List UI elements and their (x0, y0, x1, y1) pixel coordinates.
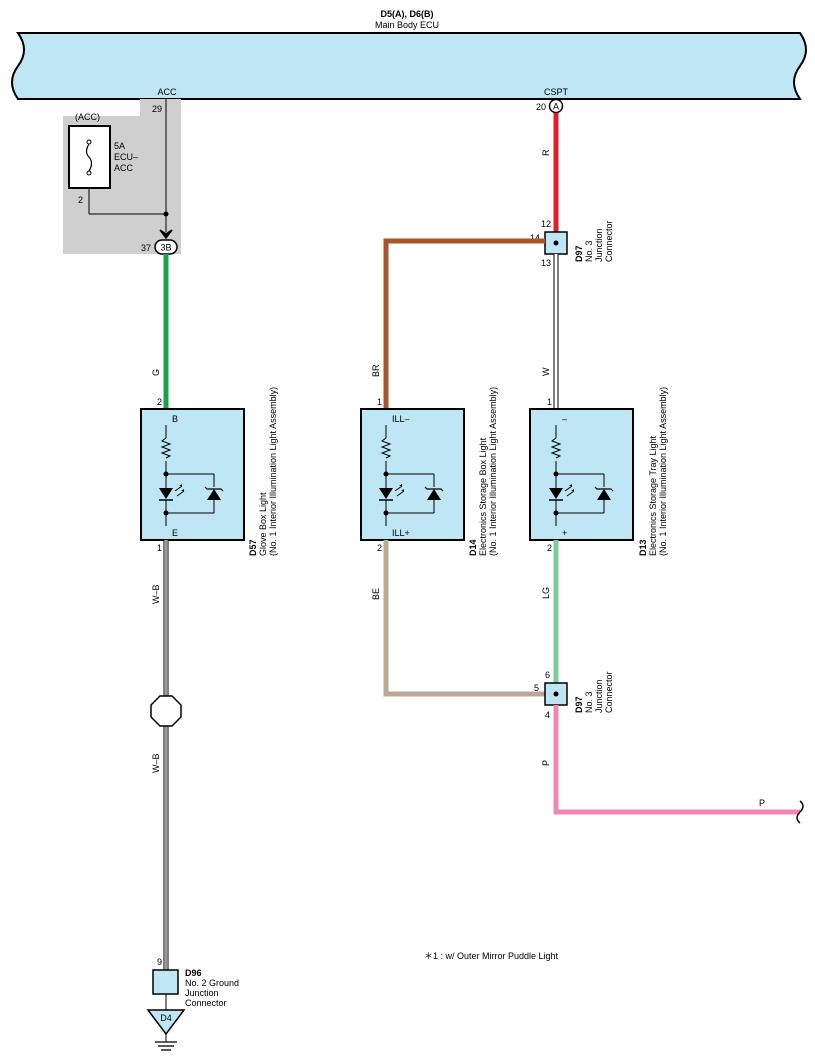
jc-lower-line1: No. 3 (584, 691, 594, 713)
light-d13-pin-bottom: 2 (547, 543, 552, 553)
wire-beige (383, 540, 545, 697)
zener-diode-icon (207, 489, 221, 500)
light-d14-assembly: (No. 1 Interior Illumination Light Assem… (488, 387, 498, 556)
wire-wb-upper-label: W–B (151, 584, 161, 604)
jc-upper-line3: Connector (604, 220, 614, 262)
light-d14: 1 ILL– ILL+ 2 D14 Electronics Storage Bo… (360, 387, 498, 556)
ecu-pin-cspt-label: CSPT (544, 87, 569, 97)
ecu-name: Main Body ECU (375, 20, 439, 30)
connector-3b-pin: 37 (141, 243, 151, 253)
fuse-rating: 5A (114, 141, 125, 151)
ground-triangle (146, 1009, 186, 1036)
ground-code: D4 (160, 1013, 172, 1023)
fuse-icon (85, 143, 93, 172)
wire-pink-vertical-label: P (541, 760, 551, 766)
fuse-group: (ACC) (75, 112, 100, 122)
light-d57-term-bottom: E (172, 528, 178, 538)
ground-jc-line1: No. 2 Ground (185, 978, 239, 988)
led-icon (549, 488, 563, 499)
jc-upper-line2: Junction (594, 228, 604, 262)
ground-jc-line3: Connector (185, 998, 227, 1008)
jc-lower-line3: Connector (604, 671, 614, 713)
wire-pink (553, 705, 800, 815)
connector-arrow-icon (159, 229, 173, 240)
jc-lower-pin-top: 6 (545, 670, 550, 680)
light-d13-pin-top: 1 (547, 397, 552, 407)
wire-wb-lower-label: W–B (151, 753, 161, 773)
light-d14-term-bottom: ILL+ (392, 528, 410, 538)
light-d14-name: Electronics Storage Box Light (478, 437, 488, 556)
light-d14-term-top: ILL– (392, 414, 410, 424)
light-d57-code: D57 (248, 539, 258, 556)
ground-icon (155, 1041, 177, 1051)
led-icon (159, 488, 173, 499)
wire-continue-icon (796, 800, 804, 824)
connector-a (548, 98, 564, 114)
jc-upper-code: D97 (574, 245, 584, 262)
connector-a-label: A (553, 102, 559, 112)
zener-diode-icon (597, 489, 611, 500)
splice-octagon (150, 695, 182, 727)
light-d13-name: Electronics Storage Tray Light (648, 435, 658, 556)
led-icon (379, 488, 393, 499)
light-d14-code: D14 (468, 539, 478, 556)
light-d14-pin-bottom: 2 (377, 543, 382, 553)
wire-green-label: G (151, 369, 161, 376)
jc-upper-line1: No. 3 (584, 240, 594, 262)
ecu-pin-acc-label: ACC (157, 87, 177, 97)
light-d13-code: D13 (638, 539, 648, 556)
ecu-bar (11, 32, 807, 100)
light-d13-assembly: (No. 1 Interior Illumination Light Assem… (658, 387, 668, 556)
fuse-pin: 2 (78, 195, 83, 205)
jc-upper-pin-left: 14 (530, 233, 540, 243)
cspt-pin-num: 20 (536, 102, 546, 112)
light-d57-assembly: (No. 1 Interior Illumination Light Assem… (268, 387, 278, 556)
jc-lower-pin-left: 5 (534, 683, 539, 693)
light-d57-name: Glove Box Light (258, 492, 268, 556)
jc-upper-pin-top: 12 (541, 219, 551, 229)
light-d13-term-bottom: + (562, 528, 567, 538)
footnote: ＊1 : w/ Outer Mirror Puddle Light (424, 951, 559, 961)
fuse-name-1: ECU– (114, 152, 138, 162)
jc-upper-pin-bottom: 13 (541, 258, 551, 268)
wire-white-label: W (541, 367, 551, 376)
wire-brown (383, 238, 545, 409)
ground-jc-code: D96 (185, 968, 202, 978)
ecu-code: D5(A), D6(B) (381, 9, 434, 19)
light-d57: 2 B E 1 D57 Glove Box Light (No. 1 Inter… (140, 387, 278, 556)
ground-jc-pin: 9 (157, 957, 162, 967)
ground-junction-connector (152, 969, 179, 995)
light-d57-term-top: B (172, 414, 178, 424)
acc-pin-num: 29 (152, 104, 162, 114)
wire-light-green-label: LG (541, 587, 551, 599)
connector-3b-label: 3B (160, 243, 171, 253)
wire-red-label: R (541, 149, 551, 156)
wire-beige-label: BE (371, 588, 381, 600)
jc-lower-pin-bottom: 4 (545, 710, 550, 720)
light-d14-pin-top: 1 (377, 397, 382, 407)
ground-jc-line2: Junction (185, 988, 219, 998)
light-d13-term-top: – (562, 414, 567, 424)
light-d57-pin-top: 2 (157, 397, 162, 407)
jc-lower-code: D97 (574, 696, 584, 713)
zener-diode-icon (427, 489, 441, 500)
fuse-name-2: ACC (114, 163, 134, 173)
jc-lower-line2: Junction (594, 679, 604, 713)
light-d57-pin-bottom: 1 (157, 543, 162, 553)
light-d13: 1 – + 2 D13 Electronics Storage Tray Lig… (529, 387, 668, 556)
wire-pink-horizontal-label: P (759, 798, 765, 808)
wire-brown-label: BR (371, 364, 381, 377)
